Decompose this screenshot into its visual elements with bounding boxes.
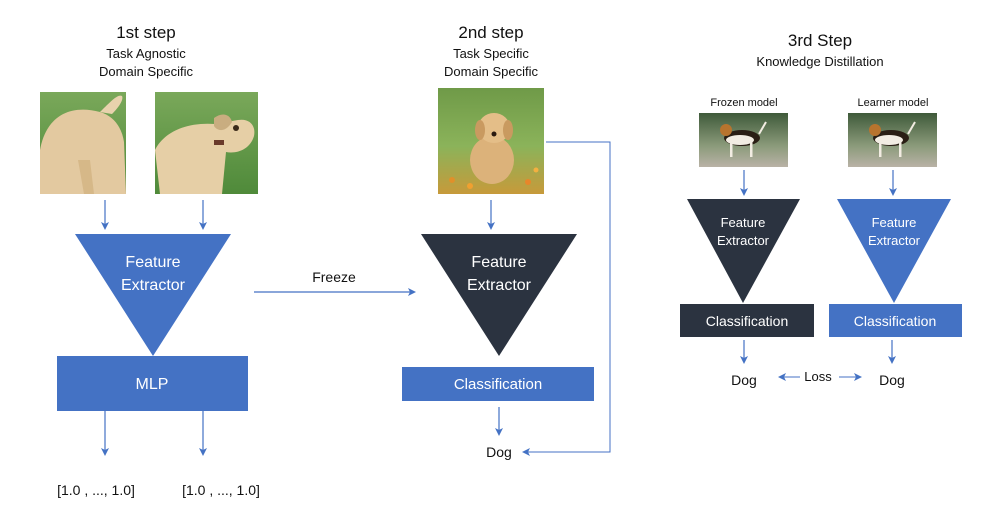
learner-classification-label: Classification — [854, 313, 936, 329]
learner-extractor-label-line1: Feature — [872, 215, 917, 230]
labrador-image-left — [40, 92, 126, 194]
frozen-output-label: Dog — [731, 372, 757, 388]
step2-title: 2nd step — [458, 23, 523, 42]
step2-output-label: Dog — [486, 444, 512, 460]
puppy-image — [438, 88, 544, 194]
freeze-label: Freeze — [312, 269, 356, 285]
step3-subtitle: Knowledge Distillation — [756, 54, 883, 69]
step3-title: 3rd Step — [788, 31, 852, 50]
frozen-extractor-label-line2: Extractor — [717, 233, 770, 248]
learner-classification-box — [829, 304, 962, 337]
step1-output-right: [1.0 , ..., 1.0] — [182, 482, 260, 498]
learner-model-label: Learner model — [858, 97, 929, 109]
step2-classification-box — [402, 367, 594, 401]
step3-group: 3rd Step Knowledge Distillation Frozen m… — [680, 31, 962, 388]
step1-extractor-label-line1: Feature — [125, 254, 180, 271]
learner-feature-extractor — [837, 199, 951, 303]
learner-extractor-label-line2: Extractor — [868, 233, 921, 248]
frozen-extractor-label-line1: Feature — [721, 215, 766, 230]
step1-subtitle-line2: Domain Specific — [99, 64, 193, 79]
frozen-model-label: Frozen model — [710, 97, 777, 109]
step2-classification-label: Classification — [454, 376, 542, 393]
loss-label: Loss — [804, 369, 832, 384]
freeze-connector: Freeze — [254, 269, 416, 296]
frozen-classification-label: Classification — [706, 313, 788, 329]
step2-subtitle-line1: Task Specific — [453, 46, 529, 61]
step1-feature-extractor — [75, 234, 231, 356]
step1-title: 1st step — [116, 23, 176, 42]
learner-output-label: Dog — [879, 372, 905, 388]
step2-subtitle-line2: Domain Specific — [444, 64, 538, 79]
step2-feature-extractor — [421, 234, 577, 356]
frozen-feature-extractor — [687, 199, 800, 303]
beagle-image-frozen — [699, 113, 788, 167]
step1-output-left: [1.0 , ..., 1.0] — [57, 482, 135, 498]
beagle-image-learner — [848, 113, 937, 167]
step1-mlp-label: MLP — [136, 376, 169, 393]
step1-mlp-box — [57, 356, 248, 411]
step1-extractor-label-line2: Extractor — [121, 277, 186, 294]
labrador-image-right — [155, 92, 258, 194]
step1-group: 1st step Task Agnostic Domain Specific F… — [40, 23, 260, 498]
step2-extractor-label-line1: Feature — [471, 254, 526, 271]
frozen-classification-box — [680, 304, 814, 337]
step1-subtitle-line1: Task Agnostic — [106, 46, 186, 61]
step2-extractor-label-line2: Extractor — [467, 277, 532, 294]
step2-group: 2nd step Task Specific Domain Specific F… — [402, 23, 611, 460]
